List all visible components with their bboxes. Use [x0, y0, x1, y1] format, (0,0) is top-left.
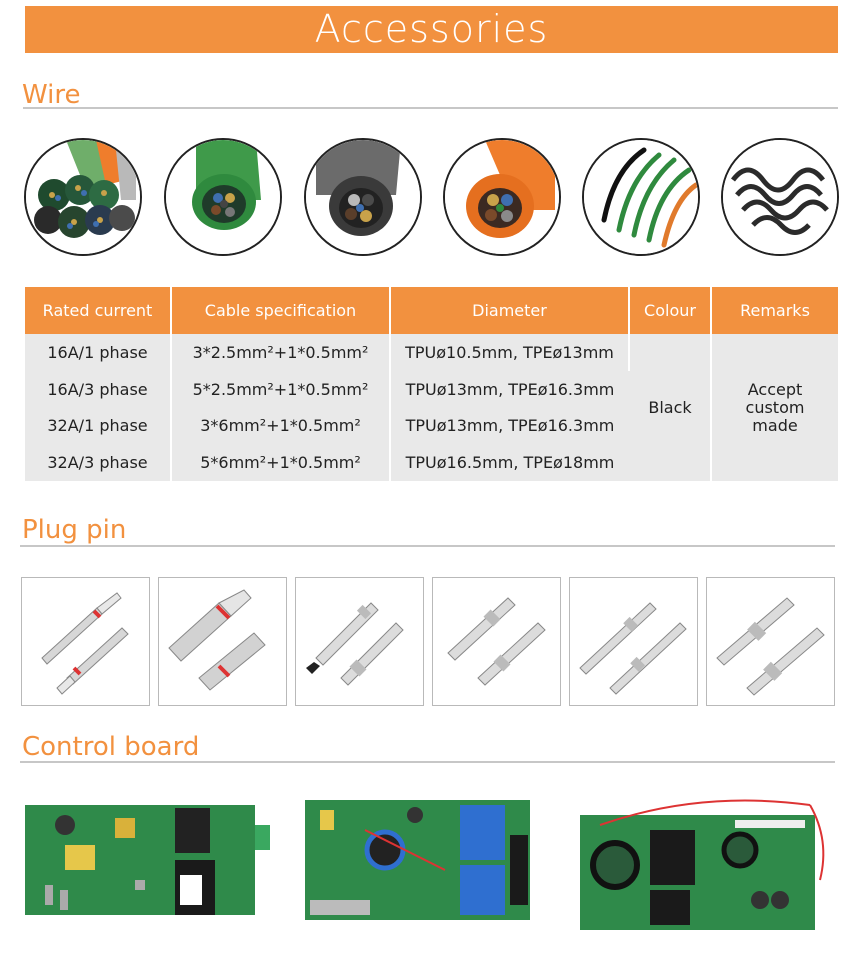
orange-cable-photo — [443, 138, 561, 256]
wire-section-rule — [23, 107, 838, 109]
plug-pin-section-rule — [20, 545, 835, 547]
cell-rated-current: 16A/1 phase — [25, 334, 172, 371]
plug-pin-photo-3 — [295, 577, 424, 706]
control-board-photo-3 — [580, 790, 835, 935]
cell-diameter: TPUø13mm, TPEø16.3mm — [390, 407, 629, 445]
table-row: 16A/1 phase 3*2.5mm²+1*0.5mm² TPUø10.5mm… — [25, 334, 838, 481]
cell-diameter: TPUø10.5mm, TPEø13mm — [390, 334, 630, 371]
header-colour: Colour — [629, 287, 712, 334]
plug-pin-section-title: Plug pin — [22, 515, 127, 545]
header-diameter: Diameter — [390, 287, 630, 334]
header-rated-current: Rated current — [25, 287, 172, 334]
cell-diameter: TPUø13mm, TPEø16.3mm — [390, 370, 629, 408]
table-header-row: Rated current Cable specification Diamet… — [25, 287, 838, 334]
table-row: 32A/1 phase 3*6mm²+1*0.5mm² TPUø13mm, TP… — [25, 407, 838, 445]
green-cable-photo — [164, 138, 282, 256]
header-remarks: Remarks — [711, 287, 838, 334]
cell-cable-spec: 3*2.5mm²+1*0.5mm² — [171, 334, 391, 371]
coiled-cable-photo — [721, 138, 839, 256]
control-board-photo-2 — [305, 790, 535, 925]
multi-core-cable-photo — [24, 138, 142, 256]
plug-pin-photo-1 — [21, 577, 150, 706]
cell-rated-current: 32A/3 phase — [25, 444, 172, 481]
cell-cable-spec: 3*6mm²+1*0.5mm² — [171, 407, 391, 445]
table-row: 16A/3 phase 5*2.5mm²+1*0.5mm² TPUø13mm, … — [25, 370, 838, 408]
wire-section-title: Wire — [22, 80, 81, 110]
table-row: 32A/3 phase 5*6mm²+1*0.5mm² TPUø16.5mm, … — [25, 444, 838, 481]
cell-rated-current: 32A/1 phase — [25, 407, 172, 445]
cell-remarks: Accept custom made — [711, 334, 838, 481]
cell-cable-spec: 5*2.5mm²+1*0.5mm² — [171, 370, 391, 408]
control-board-section-rule — [20, 761, 835, 763]
cell-colour: Black — [629, 334, 712, 481]
plug-pin-photo-4 — [432, 577, 561, 706]
plug-pin-photo-2 — [158, 577, 287, 706]
control-board-section-title: Control board — [22, 732, 200, 762]
cell-rated-current: 16A/3 phase — [25, 370, 172, 408]
cell-diameter: TPUø16.5mm, TPEø18mm — [390, 444, 629, 481]
cable-spec-table: Rated current Cable specification Diamet… — [25, 287, 838, 481]
page-title: Accessories — [314, 7, 549, 51]
page-title-banner: Accessories — [25, 6, 838, 53]
header-cable-specification: Cable specification — [171, 287, 391, 334]
cable-strands-photo — [582, 138, 700, 256]
cell-cable-spec: 5*6mm²+1*0.5mm² — [171, 444, 391, 481]
wire-photo-row — [24, 138, 840, 258]
plug-pin-photo-6 — [706, 577, 835, 706]
gray-cable-photo — [304, 138, 422, 256]
control-board-photo-1 — [25, 790, 270, 935]
plug-pin-photo-5 — [569, 577, 698, 706]
